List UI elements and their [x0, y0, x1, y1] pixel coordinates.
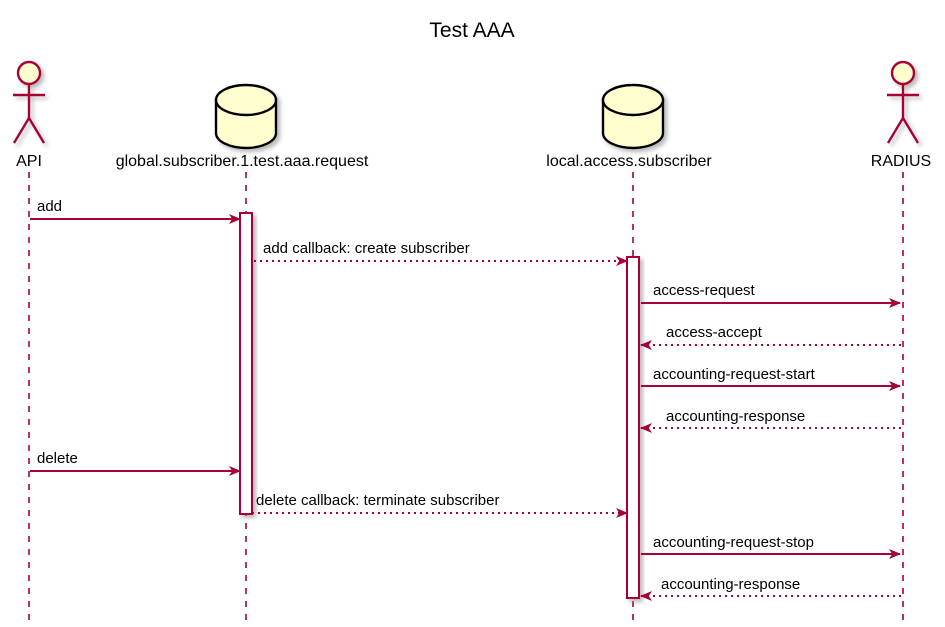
message-accounting-request-stop[interactable]: accounting-request-stop: [641, 534, 901, 559]
message-label-accounting-response-2: accounting-response: [661, 576, 800, 593]
message-label-add-callback: add callback: create subscriber: [263, 240, 470, 257]
participant-database-local-access-subscriber[interactable]: local.access.subscriber: [546, 83, 712, 170]
message-label-delete-callback: delete callback: terminate subscriber: [256, 492, 499, 509]
activation-bar-global-subscriber: [239, 212, 253, 515]
message-accounting-request-start[interactable]: accounting-request-start: [641, 366, 901, 391]
message-label-accounting-response-1: accounting-response: [666, 408, 805, 425]
actor-leg-left-icon: [886, 117, 905, 144]
message-label-access-request: access-request: [653, 282, 756, 299]
diagram-title: Test AAA: [429, 19, 514, 42]
message-label-accounting-request-stop: accounting-request-stop: [653, 534, 814, 551]
participant-database-global-subscriber[interactable]: global.subscriber.1.test.aaa.request: [116, 83, 369, 170]
message-access-accept[interactable]: access-accept: [640, 324, 902, 350]
actor-leg-right-icon: [901, 117, 920, 144]
message-label-delete: delete: [37, 450, 78, 467]
message-label-add: add: [37, 198, 62, 215]
message-label-accounting-request-start: accounting-request-start: [653, 366, 816, 383]
message-delete-callback[interactable]: delete callback: terminate subscriber: [252, 492, 628, 518]
participant-label-global-subscriber: global.subscriber.1.test.aaa.request: [116, 153, 369, 170]
message-accounting-response-2[interactable]: accounting-response: [640, 576, 902, 601]
participant-actor-api[interactable]: API: [12, 60, 46, 170]
actor-leg-left-icon: [12, 117, 31, 144]
activation-bars: [239, 212, 640, 599]
participant-actor-radius[interactable]: RADIUS: [871, 60, 931, 170]
activation-bar-local-access-subscriber: [626, 256, 640, 599]
message-delete[interactable]: delete: [30, 450, 241, 476]
database-top-icon: [214, 83, 278, 117]
actor-head-icon: [890, 60, 916, 86]
participant-label-api: API: [16, 153, 42, 170]
message-access-request[interactable]: access-request: [641, 282, 901, 308]
actor-head-icon: [16, 60, 42, 86]
database-top-icon: [601, 83, 665, 117]
message-add[interactable]: add: [30, 198, 241, 224]
message-accounting-response-1[interactable]: accounting-response: [640, 408, 902, 433]
participant-label-local-access-subscriber: local.access.subscriber: [546, 153, 712, 170]
participant-label-radius: RADIUS: [871, 153, 931, 170]
actor-leg-right-icon: [27, 117, 46, 144]
message-add-callback[interactable]: add callback: create subscriber: [254, 240, 628, 266]
message-label-access-accept: access-accept: [666, 324, 763, 341]
